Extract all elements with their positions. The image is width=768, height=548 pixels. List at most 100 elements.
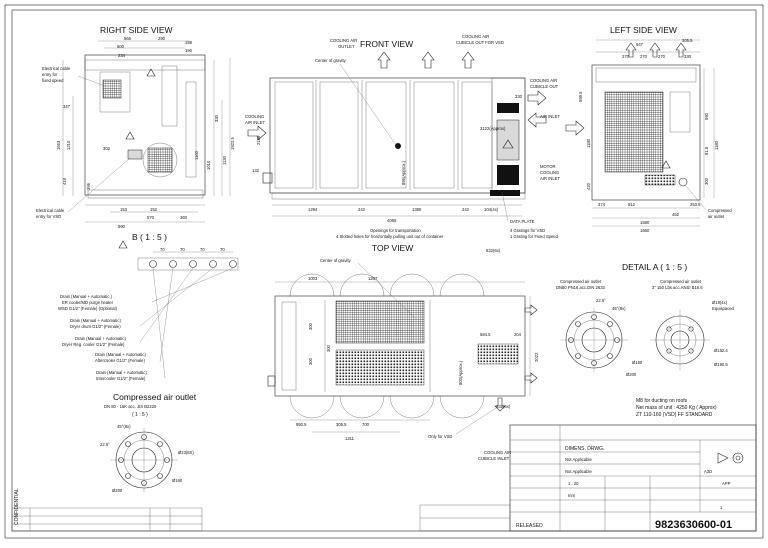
- tv-dim-1003: 1003: [308, 276, 318, 281]
- openings-l2: 4 Slotted holes for horizontally pulling…: [336, 234, 444, 239]
- air-inlet-label: AIR INLET: [540, 114, 560, 119]
- rs-dim-395: 395: [86, 182, 91, 190]
- b-dim-70b: 70: [180, 247, 185, 252]
- gratings-l2: 1 Grating for Fixed Speed: [510, 234, 559, 239]
- motor-cooling-l1: MOTOR: [540, 164, 556, 169]
- detail-b: B ( 1 : 5 ) 70 70 70 70 Drain (Manual + …: [58, 232, 239, 381]
- motor-cooling-l3: AIR INLET: [540, 176, 560, 181]
- tv-dim-1311: 1311: [345, 436, 355, 441]
- flange-b-scale: ( 1 : 5 ): [132, 412, 148, 418]
- tv-dim-800: 800(Approx.): [458, 360, 463, 385]
- cooling-inlet-l1: COOLING: [245, 114, 264, 119]
- drain3-l2: Dryer Reg. cooler G1/2" (Female): [62, 342, 125, 347]
- title-block: DIMENS. DRWG. Not Applicable Not Applica…: [419, 424, 757, 532]
- b-dim-70c: 70: [200, 247, 205, 252]
- drain5-l2: Intercooler G1/2" (Female): [96, 376, 146, 381]
- detail-a-title: DETAIL A ( 1 : 5 ): [622, 262, 687, 272]
- tv-dim-1207: 1207: [368, 276, 378, 281]
- tb-row3: Not Applicable: [565, 469, 592, 474]
- flange-right-152: Ø152.4: [714, 348, 728, 353]
- only-vsd-label: Only for VSD: [428, 434, 452, 439]
- tv-dim-204: 204: [514, 332, 522, 337]
- ls-dim-452: 452: [672, 212, 680, 217]
- cooling-outlet-l2: OUTLET: [338, 44, 355, 49]
- flange-left-45: 45°(8x): [612, 306, 626, 311]
- detail-b-title: B ( 1 : 5 ): [132, 232, 167, 242]
- flange-right-l1: Compressed air outlet: [660, 279, 702, 284]
- rs-dim-1160: 1160: [194, 150, 199, 160]
- ls-dim-81: 81.5: [704, 146, 709, 155]
- ls-dim-599: 599.5: [578, 91, 583, 102]
- rs-dim-153: 153: [120, 207, 128, 212]
- rs-dim-1010: 1010: [206, 160, 211, 170]
- rs-dim-418: 418: [62, 177, 67, 185]
- flange-b-200: Ø200: [112, 488, 123, 493]
- rs-dim-990: 990: [118, 224, 126, 229]
- drain3-l1: Drain (Manual + Automatic): [75, 336, 126, 341]
- cooling-cubicle-out-l1: COOLING AIR: [530, 78, 557, 83]
- rs-dim-360: 360: [180, 215, 188, 220]
- tv-dim-632b: 632(6x): [496, 404, 511, 409]
- flange-left-200: Ø200: [626, 372, 637, 377]
- cable-vsd-l1: Electrical cable: [36, 208, 65, 213]
- tb-rev: APP: [722, 481, 731, 486]
- flange-right-l2: 3" 150 Lbs acc.ANSI B16.5: [652, 285, 703, 290]
- tv-dim-300a: 300: [308, 322, 313, 330]
- cubicle-inlet-l2: CUBICLE INLET: [478, 456, 510, 461]
- flange-b-23: Ø23(8X): [178, 450, 194, 455]
- rs-dim-1130: 1130: [222, 155, 227, 165]
- confidential-label: CONFIDENTIAL: [14, 488, 20, 525]
- ls-dim-590: 590: [704, 112, 709, 120]
- ls-dim-300: 300: [704, 177, 709, 185]
- rs-dim-570: 570: [147, 215, 155, 220]
- flange-jis: Compressed air outlet DN 80 - 16K acc. J…: [100, 392, 197, 493]
- rs-dim-600: 600: [117, 44, 125, 49]
- tv-dim-950: 950.5: [296, 422, 307, 427]
- drawing-number: 9823630600-01: [655, 519, 732, 531]
- right-side-view-title: RIGHT SIDE VIEW: [100, 25, 173, 35]
- sheet-border: [4, 4, 764, 539]
- flange-b-45: 45°(8x): [117, 424, 131, 429]
- rs-dim-159: 159: [185, 40, 193, 45]
- ls-dim-270a: 270: [622, 54, 630, 59]
- fv-dim-242a: 242: [358, 207, 366, 212]
- tb-sheet: 1: [720, 505, 723, 510]
- cable-fixed-l2: entry for: [42, 72, 58, 77]
- left-side-view: LEFT SIDE VIEW 947 305.5 270 270 270 330…: [565, 25, 732, 233]
- tv-dim-300b: 300: [308, 357, 313, 365]
- flange-b-title: Compressed air outlet: [113, 392, 197, 402]
- right-side-view: RIGHT SIDE VIEW 566 290 159 600 150 234 …: [36, 25, 235, 229]
- drain5-l1: Drain (Manual + Automatic): [96, 370, 147, 375]
- cable-fixed-l1: Electrical cable: [42, 66, 71, 71]
- cable-vsd-l2: entry for VSD: [36, 214, 61, 219]
- rs-dim-566: 566: [124, 36, 132, 41]
- tb-status: RELEASED: [516, 523, 543, 529]
- ls-dim-270b: 270: [640, 54, 648, 59]
- drain4-l2: Aftercooler G1/2" (Female): [95, 358, 145, 363]
- drain1-l3: WSD G1/2" (Female) (Optional): [58, 306, 118, 311]
- drain2-l1: Drain (Manual + Automatic): [70, 318, 121, 323]
- fv-dim-242b: 242: [462, 207, 470, 212]
- note-mass: Net mass of unit : 4250 Kg ( Approx): [636, 405, 717, 411]
- fv-dim-104: 104(4x): [484, 207, 499, 212]
- ls-dim-1660: 1660: [640, 228, 650, 233]
- fv-dim-1390: 1390: [412, 207, 422, 212]
- rs-dim-290: 290: [158, 36, 166, 41]
- tv-center-gravity: Center of gravity: [320, 258, 352, 263]
- rs-dim-1922: 1922.5: [230, 137, 235, 150]
- flange-left-160: Ø160: [632, 360, 643, 365]
- flange-b-22: 22.5°: [100, 442, 110, 447]
- tb-row2: Not Applicable: [565, 457, 592, 462]
- tv-dim-300c: 300: [326, 344, 331, 352]
- ls-compressed-l1: Compressed: [708, 208, 732, 213]
- ls-dim-1580: 1580: [640, 220, 650, 225]
- drain1-l1: Drain (Manual + Automatic ): [60, 294, 113, 299]
- front-view-title: FRONT VIEW: [360, 39, 413, 49]
- tv-dim-700: 700: [362, 422, 370, 427]
- cable-fixed-l3: fixed speed: [42, 78, 64, 83]
- cooling-cubicle-vsd-l1: COOLING AIR: [462, 34, 489, 39]
- fv-dim-2130: 2130: [256, 135, 261, 145]
- flange-right-190: Ø190.5: [714, 362, 728, 367]
- ls-dim-947: 947: [636, 42, 644, 47]
